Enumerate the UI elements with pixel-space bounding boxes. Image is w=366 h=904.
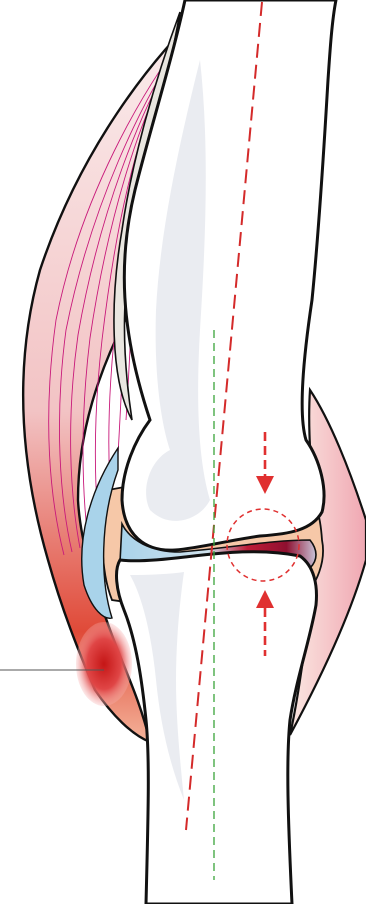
inflamed-tendon — [76, 622, 132, 706]
